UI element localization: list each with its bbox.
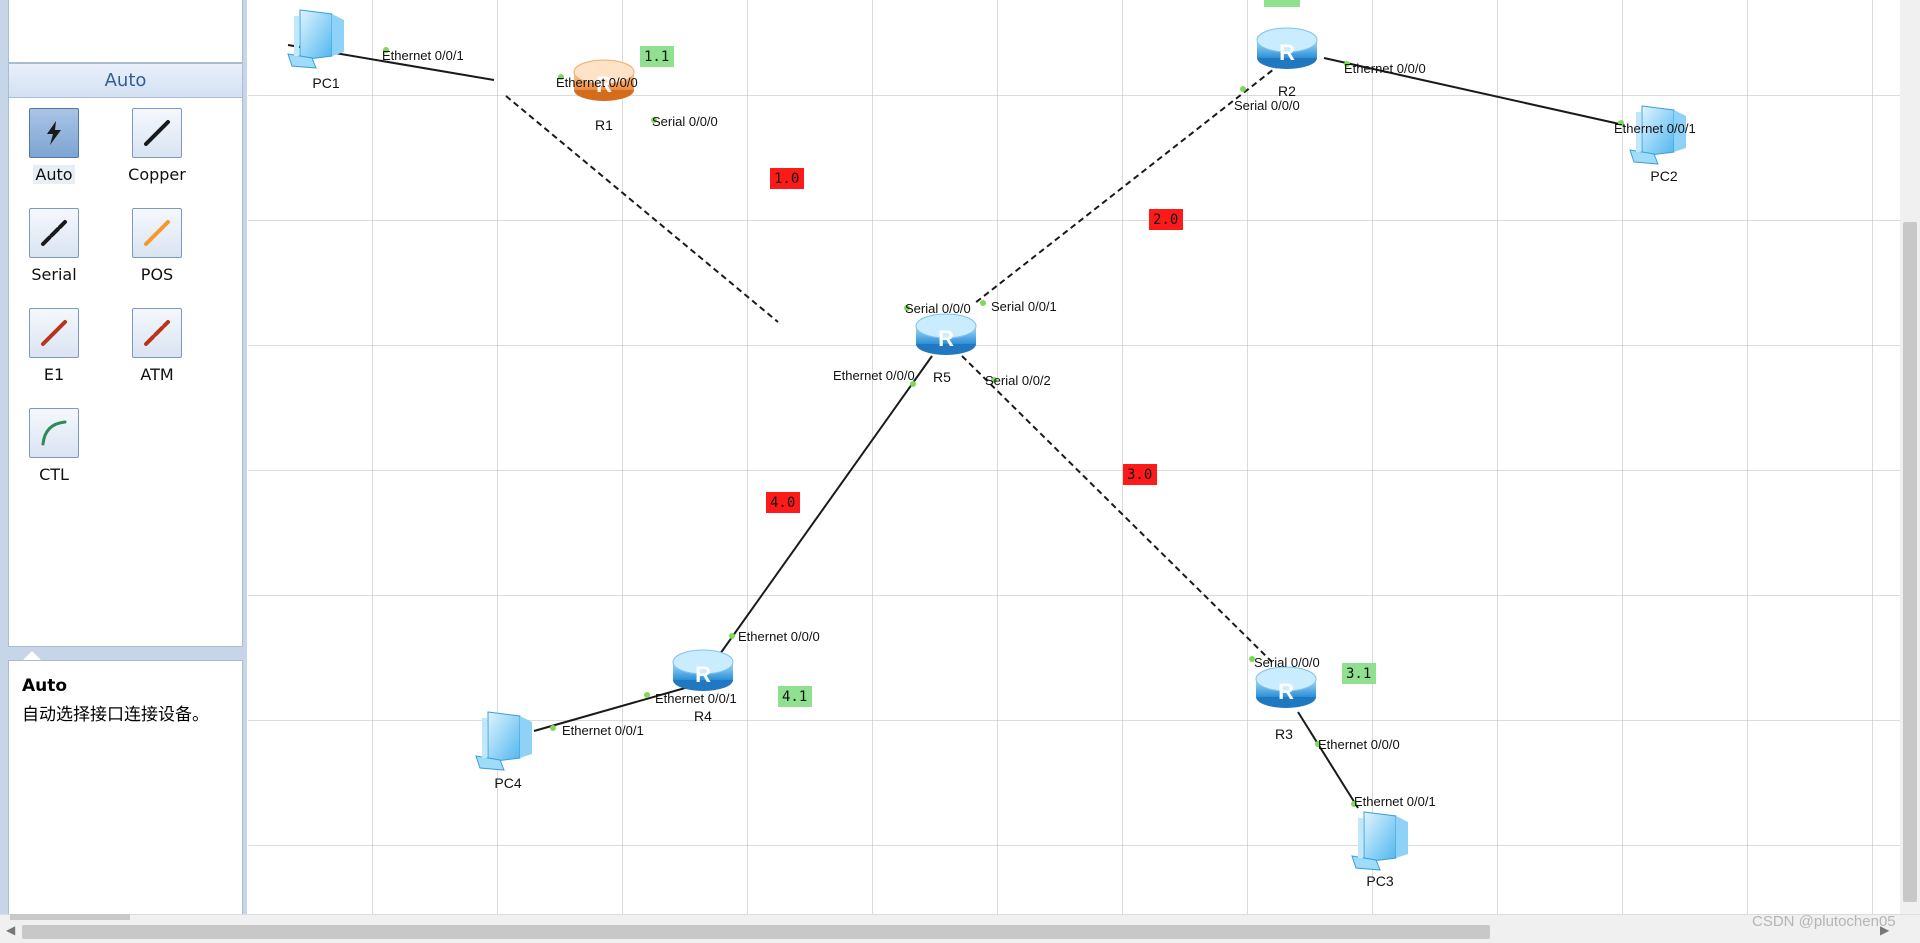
pc4-icon[interactable] [475, 711, 533, 771]
port-label: Serial 0/0/0 [1234, 98, 1300, 113]
atm-cable-icon [132, 308, 182, 358]
tool-pos-label: POS [140, 265, 174, 284]
port-label: Ethernet 0/0/0 [1344, 61, 1426, 76]
description-pointer [22, 651, 42, 661]
tag-3-1: 3.1 [1342, 663, 1376, 684]
tool-auto[interactable]: Auto [9, 108, 99, 198]
serial-cable-icon [29, 208, 79, 258]
svg-text:3.0: 3.0 [1127, 467, 1152, 483]
tag-3-0: 3.0 [1123, 464, 1157, 485]
vertical-scroll-thumb[interactable] [1903, 222, 1917, 902]
pc4-label: PC4 [494, 775, 521, 791]
tool-e1[interactable]: E1 [9, 308, 99, 398]
port-label: Serial 0/0/0 [1254, 655, 1320, 670]
link-r5-r4[interactable] [719, 355, 933, 655]
port-label: Serial 0/0/0 [905, 301, 971, 316]
svg-text:1.1: 1.1 [644, 49, 669, 65]
tool-description-panel: Auto 自动选择接口连接设备。 [8, 660, 243, 916]
tool-ctl-label: CTL [39, 465, 69, 484]
svg-text:2.0: 2.0 [1153, 212, 1178, 228]
tool-auto-label: Auto [33, 165, 75, 184]
description-title: Auto [22, 676, 68, 696]
tag-4-0: 4.0 [766, 492, 800, 513]
palette-header[interactable]: Auto [8, 63, 243, 98]
palette-top-area [8, 0, 243, 63]
port-label: Ethernet 0/0/0 [556, 75, 638, 90]
svg-text:3.1: 3.1 [1346, 666, 1371, 682]
tool-e1-label: E1 [43, 365, 65, 384]
ctl-cable-icon [29, 408, 79, 458]
port-dots [383, 47, 1624, 807]
port-label: Ethernet 0/0/1 [382, 48, 464, 63]
port-label: Serial 0/0/0 [652, 114, 718, 129]
svg-text:4.1: 4.1 [782, 689, 807, 705]
tag-2-0: 2.0 [1149, 209, 1183, 230]
pc1-icon[interactable] [287, 9, 345, 69]
tool-copper[interactable]: Copper [112, 108, 202, 198]
description-text: 自动选择接口连接设备。 [22, 705, 209, 725]
tag-1-1: 1.1 [640, 46, 674, 67]
tool-serial[interactable]: Serial [9, 208, 99, 298]
device-palette-panel: Auto Auto Copper Serial POS [0, 0, 247, 916]
palette-scroll-thumb[interactable] [10, 914, 130, 920]
link-r2-pc2[interactable] [1323, 57, 1625, 126]
link-r3-pc3[interactable] [1297, 711, 1359, 809]
pc3-label: PC3 [1366, 873, 1393, 889]
r2-label: R2 [1278, 83, 1296, 99]
pc3-icon[interactable] [1351, 811, 1409, 871]
r1-label: R1 [595, 117, 613, 133]
port-label: Ethernet 0/0/0 [738, 629, 820, 644]
green-tag-partial [1264, 0, 1300, 7]
r5-label: R5 [933, 369, 951, 385]
tool-serial-label: Serial [31, 265, 77, 284]
port-label: Ethernet 0/0/1 [655, 691, 737, 706]
port-label: Ethernet 0/0/1 [1614, 121, 1696, 136]
r3-router-icon[interactable] [1255, 666, 1317, 709]
tool-ctl[interactable]: CTL [9, 408, 99, 498]
topology-canvas[interactable]: R R [248, 0, 1902, 914]
scroll-left-arrow-icon[interactable]: ◀ [6, 923, 16, 937]
copper-cable-icon [132, 108, 182, 158]
horizontal-scroll-thumb[interactable] [22, 925, 1490, 939]
svg-text:1.0: 1.0 [774, 171, 799, 187]
tool-atm[interactable]: ATM [112, 308, 202, 398]
tool-atm-label: ATM [140, 365, 174, 384]
pc2-label: PC2 [1650, 168, 1677, 184]
port-label: Ethernet 0/0/0 [1318, 737, 1400, 752]
scroll-right-arrow-icon[interactable]: ▶ [1880, 923, 1890, 937]
port-label: Serial 0/0/1 [991, 299, 1057, 314]
watermark-text: CSDN @plutochen05 [1752, 913, 1896, 930]
pos-cable-icon [132, 208, 182, 258]
port-label: Ethernet 0/0/1 [562, 723, 644, 738]
cable-tool-grid: Auto Copper Serial POS E1 [8, 97, 243, 647]
r2-router-icon[interactable] [1256, 27, 1318, 70]
r4-label: R4 [694, 708, 712, 724]
r5-router-icon[interactable] [915, 313, 977, 356]
port-label: Ethernet 0/0/0 [833, 368, 915, 383]
link-r1-r5[interactable] [505, 95, 779, 323]
link-r4-pc4[interactable] [533, 685, 693, 732]
svg-text:4.0: 4.0 [770, 495, 795, 511]
port-label: Serial 0/0/2 [985, 373, 1051, 388]
link-r5-r3[interactable] [961, 355, 1273, 663]
link-r2-r5[interactable] [974, 57, 1289, 304]
r4-router-icon[interactable] [672, 649, 734, 692]
e1-cable-icon [29, 308, 79, 358]
tag-4-1: 4.1 [778, 686, 812, 707]
r3-label: R3 [1275, 726, 1293, 742]
vertical-scrollbar[interactable] [1900, 0, 1920, 914]
tool-pos[interactable]: POS [112, 208, 202, 298]
tag-1-0: 1.0 [770, 168, 804, 189]
lightning-icon [29, 108, 79, 158]
tool-copper-label: Copper [128, 165, 186, 184]
horizontal-scrollbar[interactable]: ◀ ▶ [0, 914, 1920, 943]
port-label: Ethernet 0/0/1 [1354, 794, 1436, 809]
pc1-label: PC1 [312, 75, 339, 91]
